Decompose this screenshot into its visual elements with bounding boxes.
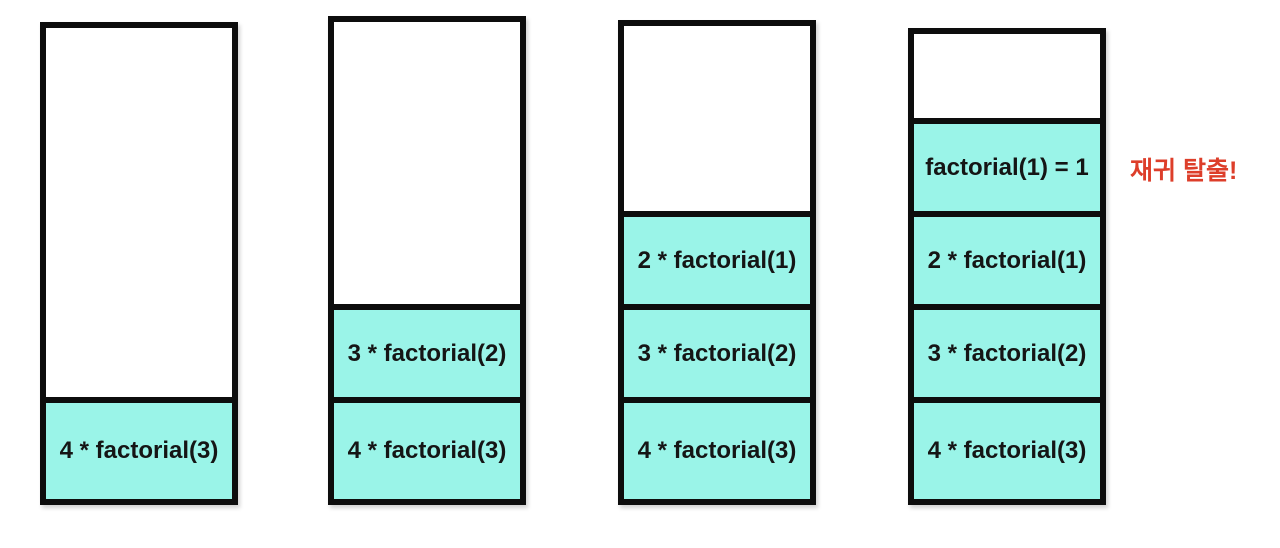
recursion-exit-annotation: 재귀 탈출! bbox=[1130, 157, 1238, 185]
call-stack-2: 3 * factorial(2)4 * factorial(3) bbox=[328, 16, 526, 505]
stack-frame: 4 * factorial(3) bbox=[46, 397, 232, 499]
call-stack-1: 4 * factorial(3) bbox=[40, 22, 238, 505]
stack-frame: 4 * factorial(3) bbox=[624, 397, 810, 499]
stack-frame: 3 * factorial(2) bbox=[624, 304, 810, 397]
stack-frame: 3 * factorial(2) bbox=[914, 304, 1100, 397]
stack-frame: 4 * factorial(3) bbox=[914, 397, 1100, 499]
stack-frame: 2 * factorial(1) bbox=[914, 211, 1100, 304]
stack-frame: 4 * factorial(3) bbox=[334, 397, 520, 499]
call-stack-3: 2 * factorial(1)3 * factorial(2)4 * fact… bbox=[618, 20, 816, 505]
stack-frame: factorial(1) = 1 bbox=[914, 118, 1100, 211]
stack-frame: 3 * factorial(2) bbox=[334, 304, 520, 397]
stack-frame: 2 * factorial(1) bbox=[624, 211, 810, 304]
